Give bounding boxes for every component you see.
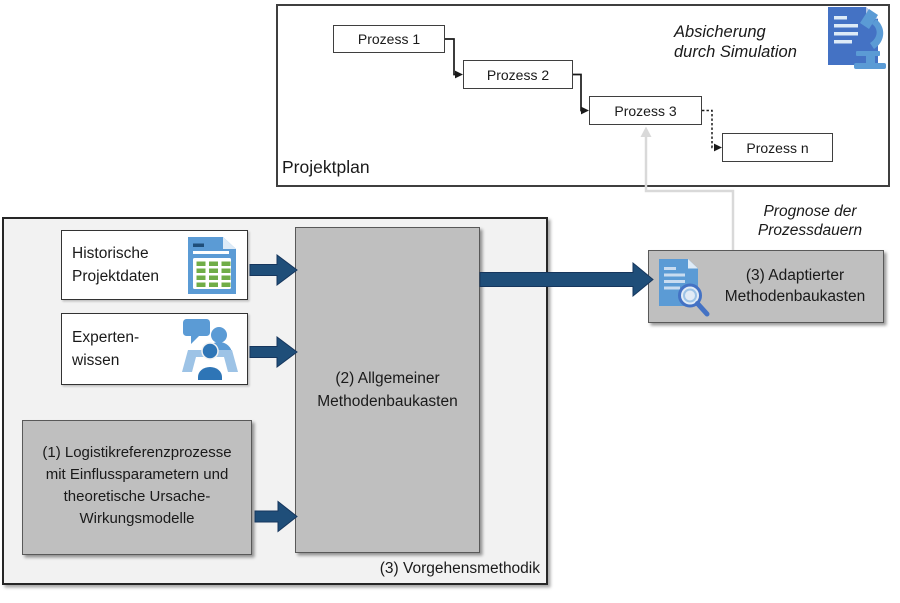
box3-line1: (3) Adaptierter — [745, 267, 845, 284]
box1-line1: (1) Logistikreferenzprozesse — [42, 444, 232, 461]
process-box-1-label: Prozess 1 — [357, 31, 421, 47]
box3-line2: Methodenbaukasten — [724, 287, 866, 305]
magnifier-handle — [695, 300, 710, 316]
adapted-method-kit-label: (3) Adaptierter Methodenbaukasten — [711, 266, 883, 307]
simulation-annotation-line1: Absicherung — [674, 23, 766, 41]
logistics-reference-box: (1) Logistikreferenzprozesse mit Einflus… — [22, 420, 252, 555]
expert-discussion-icon — [182, 318, 238, 380]
document-search-icon — [657, 257, 711, 317]
general-method-kit-box: (2) Allgemeiner Methodenbaukasten — [295, 227, 480, 553]
simulation-annotation-line2: durch Simulation — [674, 43, 797, 61]
box2-line2: Methodenbaukasten — [317, 393, 458, 410]
grid-cells — [196, 261, 231, 287]
spreadsheet-document-icon — [186, 236, 238, 294]
box1-line3: theoretische Ursache- — [63, 488, 211, 505]
process-box-2-label: Prozess 2 — [486, 66, 550, 83]
historical-data-label: Historische Projektdaten — [62, 242, 186, 288]
process-box-3: Prozess 3 — [589, 96, 702, 125]
box2-line1: (2) Allgemeiner — [335, 370, 440, 387]
process-box-n-label: Prozess n — [746, 139, 809, 156]
document-text-lines — [834, 16, 858, 44]
box1-line4: Wirkungsmodelle — [79, 510, 195, 527]
projektplan-title: Projektplan — [282, 157, 370, 177]
magnifier-lens — [678, 283, 702, 307]
process-box-3-label: Prozess 3 — [614, 102, 677, 119]
adapted-method-kit-box: (3) Adaptierter Methodenbaukasten — [648, 250, 884, 323]
speech-bubble — [183, 319, 210, 336]
prognosis-line1: Prognose der — [763, 203, 857, 220]
person-head-front — [201, 342, 219, 360]
simulation-annotation: Absicherung durch Simulation — [674, 22, 797, 62]
prognosis-annotation: Prognose der Prozessdauern — [740, 203, 880, 240]
expert-knowledge-line1: Experten- — [72, 329, 140, 346]
expert-knowledge-line2: wissen — [72, 352, 120, 369]
microscope-shape — [854, 9, 886, 69]
prognosis-line2: Prozessdauern — [757, 221, 863, 239]
expert-knowledge-label: Experten- wissen — [62, 326, 182, 372]
expert-knowledge-box: Experten- wissen — [61, 313, 248, 385]
box1-line2: mit Einflussparametern und — [45, 466, 229, 483]
historical-data-line1: Historische — [72, 245, 149, 262]
historical-data-box: Historische Projektdaten — [61, 230, 248, 300]
desk-shape — [182, 350, 238, 372]
process-box-1: Prozess 1 — [333, 25, 445, 53]
vorgehensmethodik-caption: (3) Vorgehensmethodik — [379, 560, 540, 577]
process-box-2: Prozess 2 — [463, 60, 573, 89]
person-head-back — [211, 327, 227, 343]
process-box-n: Prozess n — [722, 133, 833, 162]
simulation-document-microscope-icon — [828, 7, 886, 69]
historical-data-line2: Projektdaten — [72, 268, 160, 285]
person-body-front — [198, 367, 222, 380]
